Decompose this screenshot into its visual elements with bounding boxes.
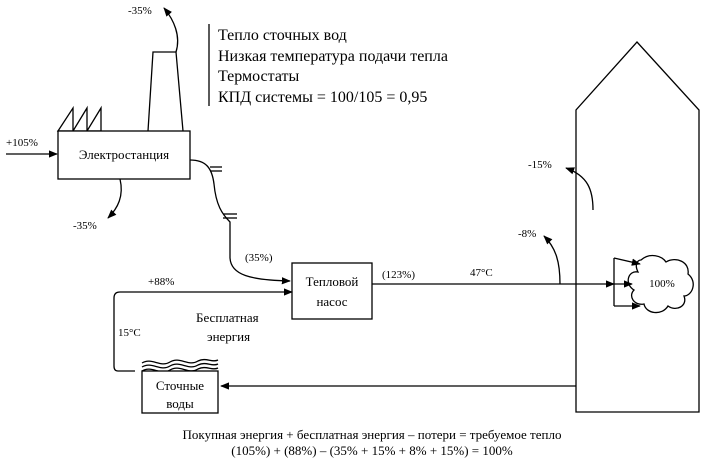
free-energy-share: +88%	[148, 276, 174, 288]
electric-share-label: (35%)	[245, 252, 273, 264]
power-plant: Электростанция +105% -35% -35%	[6, 5, 191, 232]
bottom-loss-arrow	[107, 178, 122, 219]
wave-1	[141, 358, 219, 365]
power-input-label: +105%	[6, 137, 38, 149]
free-energy-temp: 15°C	[118, 327, 141, 339]
heat-pump: Тепловой насос (123%) 47°C	[291, 262, 615, 320]
free-energy-arrow	[113, 288, 293, 372]
heat-pump-box	[291, 262, 373, 320]
electric-supply-arrow	[189, 159, 291, 285]
roof-loss-label: -15%	[528, 159, 552, 171]
wastewater-box	[141, 370, 219, 414]
power-plant-chimney	[147, 51, 184, 132]
wall-loss-arrow	[543, 235, 561, 285]
power-plant-label: Электростанция	[79, 147, 169, 162]
supply-temp-label: 47°C	[470, 267, 493, 279]
free-energy-label-1: Бесплатная	[196, 310, 259, 325]
roof-loss-arrow	[565, 167, 594, 211]
power-plant-box	[57, 130, 191, 180]
heat-pump-label-2: насос	[316, 294, 347, 309]
footer-formula: Покупная энергия + бесплатная энергия – …	[183, 427, 562, 458]
footer-line-2: (105%) + (88%) – (35% + 15% + 8% + 15%) …	[231, 443, 513, 458]
wastewater-label-2: воды	[166, 396, 194, 411]
legend-line-1: Тепло сточных вод	[218, 27, 347, 44]
bottom-loss-label: -35%	[73, 220, 97, 232]
electric-line: (35%)	[189, 159, 291, 285]
free-energy-loop: +88% 15°C Бесплатная энергия	[113, 276, 293, 372]
legend-line-4: КПД системы = 100/105 = 0,95	[218, 89, 427, 106]
wastewater-label-1: Сточные	[156, 378, 204, 393]
radiator-arrow-top	[613, 257, 641, 266]
power-plant-roof	[56, 105, 102, 134]
stack-loss-arrow	[163, 7, 179, 53]
legend-block: Тепло сточных вод Низкая температура под…	[208, 24, 448, 106]
house-outline	[575, 41, 700, 413]
heat-delivered-label: 100%	[649, 278, 675, 290]
stack-loss-label: -35%	[128, 5, 152, 17]
house: -15% -8% 100%	[220, 41, 700, 413]
heated-room-cloud	[627, 254, 694, 314]
wall-loss-label: -8%	[518, 228, 536, 240]
wastewater-tank: Сточные воды	[141, 358, 219, 414]
footer-line-1: Покупная энергия + бесплатная энергия – …	[183, 427, 562, 442]
free-energy-label-2: энергия	[207, 329, 250, 344]
legend-line-3: Термостаты	[218, 68, 300, 85]
output-share-label: (123%)	[382, 269, 415, 281]
legend-line-2: Низкая температура подачи тепла	[218, 48, 448, 65]
heat-pump-label-1: Тепловой	[306, 274, 359, 289]
wave-2	[141, 362, 219, 369]
